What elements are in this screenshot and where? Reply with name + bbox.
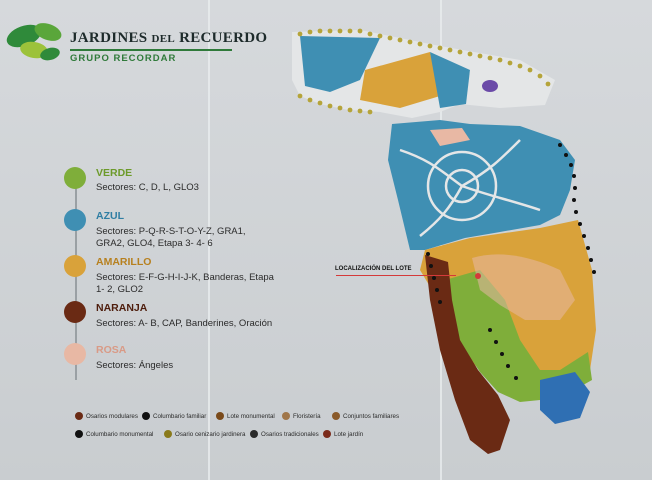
lote-marker-icon [475, 273, 481, 279]
legend-desc: Sectores: E-F-G-H-I-J-K, Banderas, Etapa… [96, 272, 274, 295]
pink-dot-icon [64, 343, 86, 365]
brand-subtitle: GRUPO RECORDAR [70, 53, 177, 64]
legend-name: AZUL [96, 210, 124, 222]
key-item: Columbario monumental [75, 430, 153, 438]
legend-desc: Sectores: Ángeles [96, 360, 174, 371]
legend-name: NARANJA [96, 302, 148, 314]
key-label: Columbario familiar [153, 412, 207, 420]
leaf-logo-icon [6, 23, 62, 61]
key-label: Lote jardín [334, 430, 364, 438]
lote-monumental-icon [216, 412, 224, 420]
osario-cenizario-icon [164, 430, 172, 438]
key-item: Osarios modulares [75, 412, 138, 420]
osario-modular-icon [75, 412, 83, 420]
tree-row [297, 28, 551, 115]
legend-desc: Sectores: A- B, CAP, Banderines, Oración [96, 318, 273, 329]
brand-title-main: JARDINES [70, 30, 148, 46]
green-dot-icon [64, 167, 86, 189]
flower-icon [282, 412, 290, 420]
legend-desc: Sectores: P-Q-R-S-T-O-Y-Z, GRA1, GRA2, G… [96, 226, 246, 249]
lote-jardin-icon [323, 430, 331, 438]
sector-angeles [430, 128, 470, 146]
legend-name: AMARILLO [96, 256, 152, 268]
sector-e3 [360, 52, 440, 108]
sector-naranja [425, 255, 510, 454]
key-item: Lote monumental [216, 412, 275, 420]
key-label: Osarios modulares [86, 412, 138, 420]
yellow-dot-icon [64, 255, 86, 277]
key-item: Conjuntos familiares [332, 412, 399, 420]
legend-name: ROSA [96, 344, 127, 356]
legend-desc: Sectores: C, D, L, GLO3 [96, 182, 199, 193]
sector-e2 [430, 52, 470, 108]
conjunto-icon [332, 412, 340, 420]
key-label: Lote monumental [227, 412, 275, 420]
sector-e4 [300, 36, 380, 92]
lote-location-label: LOCALIZACIÓN DEL LOTE [335, 266, 412, 272]
key-item: Floristería [282, 412, 321, 420]
brand-title-end: RECUERDO [179, 30, 268, 46]
lote-pointer-line [336, 275, 456, 276]
blue-paths [399, 139, 541, 237]
key-label: Columbario monumental [86, 430, 154, 438]
key-item: Columbario familiar [142, 412, 206, 420]
brand-block: JARDINES DEL RECUERDO GRUPO RECORDAR [70, 30, 267, 64]
sector-verde [445, 270, 592, 402]
key-label: Osarios tradicionales [261, 430, 319, 438]
osario-tradicional-icon [250, 430, 258, 438]
key-label: Floristería [293, 412, 321, 420]
panel-seam [208, 0, 210, 480]
lake-icon [482, 80, 498, 92]
key-label: Osario cenizario jardinera [175, 430, 246, 438]
columbario-monumental-icon [75, 430, 83, 438]
key-item: Osario cenizario jardinera [164, 430, 246, 438]
brand-rule [70, 49, 232, 51]
center-path-area [472, 254, 575, 320]
key-item: Osarios tradicionales [250, 430, 319, 438]
key-label: Conjuntos familiares [343, 412, 400, 420]
blue-dot-icon [64, 209, 86, 231]
sector-azul [388, 120, 575, 250]
columbario-dots [426, 143, 596, 380]
brand-title: JARDINES DEL RECUERDO [70, 30, 267, 47]
key-item: Lote jardín [323, 430, 363, 438]
legend-name: VERDE [96, 167, 133, 179]
columbario-icon [142, 412, 150, 420]
sector-e1-area [468, 64, 550, 104]
brand-title-small: DEL [151, 33, 176, 45]
brown-dot-icon [64, 301, 86, 323]
lake-icon [540, 372, 590, 424]
